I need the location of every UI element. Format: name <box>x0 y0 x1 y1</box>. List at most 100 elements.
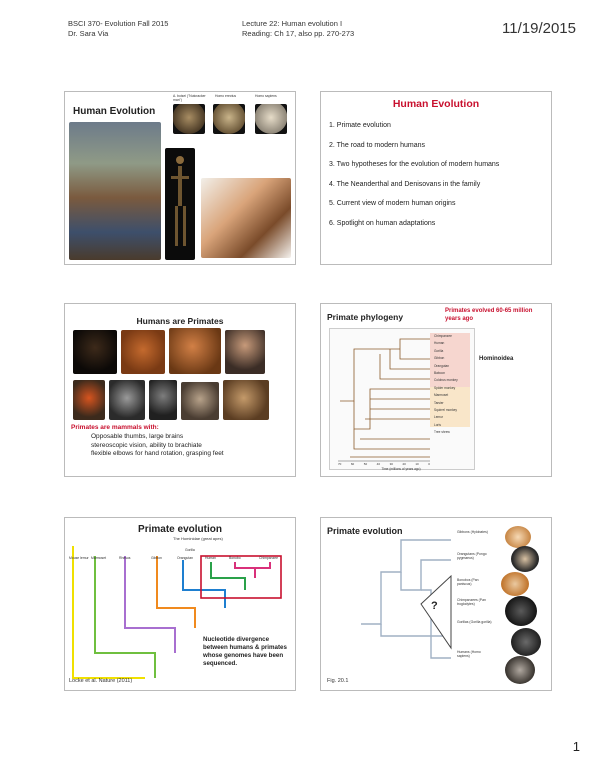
slide-title: Humans are Primates <box>136 316 224 326</box>
axis-tick: 40 <box>376 462 381 466</box>
list-item: flexible elbows for hand rotation, grasp… <box>91 450 224 457</box>
skull-label: Homo sapiens <box>255 94 277 98</box>
slide-6: Primate evolution ? Gibbons (Hylobates) … <box>320 517 552 691</box>
taxon-label: Loris <box>434 422 441 427</box>
course-name: BSCI 370- Evolution Fall 2015 <box>68 19 169 28</box>
gorilla-image <box>511 628 541 656</box>
taxon-label: Marmoset <box>91 556 107 560</box>
taxon-label: Chimpanzee <box>259 556 279 560</box>
figure-caption: Fig. 20.1 <box>327 678 349 684</box>
list-item: 3. Two hypotheses for the evolution of m… <box>329 161 500 169</box>
primate-photo <box>169 328 221 374</box>
taxon-label: Marmoset <box>434 393 449 398</box>
taxon-label: Orangutan <box>434 363 450 368</box>
orangutan-image <box>511 546 539 572</box>
species-label: Gorillas (Gorilla gorilla) <box>457 620 492 624</box>
reading-assignment: Reading: Ch 17, also pp. 270-273 <box>242 29 355 38</box>
species-label: Orangutans (Pongo pygmaeus) <box>457 552 487 560</box>
trait-list: Opposable thumbs, large brains stereosco… <box>91 433 224 459</box>
slide-title: Primate phylogeny <box>327 312 404 322</box>
taxon-label: Orangutan <box>177 556 194 560</box>
list-item: 2. The road to modern humans <box>329 141 425 149</box>
taxon-label: Lemur <box>434 415 444 420</box>
slide-title: Primate evolution <box>327 526 403 536</box>
slide-2: Human Evolution 1. Primate evolution 2. … <box>320 91 552 265</box>
axis-tick: 70 <box>338 462 342 466</box>
taxon-label: Chimpanzee <box>434 334 452 338</box>
slide-note: Nucleotide divergence between humans & p… <box>203 636 287 667</box>
time-axis-ticks: 70 60 50 40 30 20 10 0 <box>338 462 430 466</box>
lecture-header: Lecture 22: Human evolution I Reading: C… <box>242 19 354 39</box>
taxon-label: Mouse lemur <box>69 556 89 560</box>
human-chimp-photo <box>201 178 291 258</box>
axis-tick: 50 <box>363 462 368 466</box>
primate-photo <box>73 330 117 374</box>
phylogeny-tree <box>338 333 470 462</box>
taxon-label: Spider monkey <box>434 385 456 390</box>
page-number: 1 <box>572 739 580 754</box>
course-header: BSCI 370- Evolution Fall 2015 Dr. Sara V… <box>68 19 168 39</box>
divergence-tree <box>72 546 282 679</box>
slide-subtitle: The Hominidae (great apes) <box>173 536 223 541</box>
axis-tick: 10 <box>415 462 419 466</box>
taxon-label: Gorilla <box>434 348 444 353</box>
question-mark: ? <box>431 600 438 612</box>
list-item: stereoscopic vision, ability to brachiat… <box>91 441 202 449</box>
taxon-label: Rhesus <box>119 556 131 560</box>
taxon-label: Human <box>205 556 216 560</box>
skull-label: Homo erectus <box>215 94 237 98</box>
primate-photo <box>181 382 219 420</box>
taxon-label: Gibbon <box>151 556 162 560</box>
slide-3: Humans are Primates Primates are mammals… <box>64 303 296 477</box>
chimpanzee-image <box>505 596 537 626</box>
primate-photo <box>121 330 165 374</box>
slide-1: Human Evolution A. boisei ("Nutcracker m… <box>64 91 296 265</box>
taxon-label: Baboon <box>434 371 445 376</box>
taxon-label: Human <box>434 341 445 346</box>
skull-image <box>173 104 205 134</box>
slide-5: Primate evolution The Hominidae (great a… <box>64 517 296 691</box>
primate-photo <box>73 380 105 420</box>
axis-tick: 30 <box>389 462 393 466</box>
axis-tick: 0 <box>428 462 430 466</box>
taxon-label: Gorilla <box>185 548 195 552</box>
taxon-label: Squirrel monkey <box>434 408 458 413</box>
primate-photo <box>223 380 269 420</box>
species-label: Humans (Homo sapiens) <box>457 650 481 658</box>
human-image <box>505 656 535 684</box>
primate-photo <box>225 330 265 374</box>
taxon-label: Tarsier <box>434 400 444 405</box>
primate-photo <box>109 380 145 420</box>
hominoid-tree <box>361 539 452 659</box>
citation: Locke et al. Nature (2011) <box>69 678 133 684</box>
family-photo <box>69 122 161 260</box>
lecture-title: Lecture 22: Human evolution I <box>242 19 343 28</box>
taxon-label: Gibbon <box>434 356 445 361</box>
list-item: 5. Current view of modern human origins <box>329 200 456 208</box>
skeleton-icon <box>171 156 189 246</box>
slide-4: Primate phylogeny Primates evolved 60-65… <box>320 303 552 477</box>
phylogeny-figure: Chimpanzee Human Gorilla Gibbon Oranguta… <box>329 328 475 470</box>
axis-tick: 20 <box>402 462 406 466</box>
page-date: 11/19/2015 <box>502 20 576 37</box>
list-item: 6. Spotlight on human adaptations <box>329 219 436 227</box>
slide-subtitle: Primates are mammals with: <box>71 424 159 431</box>
group-label: Hominoidea <box>479 356 514 362</box>
skull-image <box>255 104 287 134</box>
fossil-skeleton-photo <box>165 148 195 260</box>
skull-label: A. boisei ("Nutcracker man") <box>173 94 206 102</box>
slide-title: Primate evolution <box>138 524 222 535</box>
list-item: Opposable thumbs, large brains <box>91 433 184 440</box>
taxa-labels: Chimpanzee Human Gorilla Gibbon Oranguta… <box>434 333 458 437</box>
axis-tick: 60 <box>350 462 355 466</box>
skull-image <box>213 104 245 134</box>
slide-title: Human Evolution <box>73 106 156 117</box>
list-item: 1. Primate evolution <box>329 122 391 129</box>
taxon-label: Colobus monkey <box>434 378 458 383</box>
topic-list: 1. Primate evolution 2. The road to mode… <box>329 122 499 240</box>
slide-note: Primates evolved 60-65 million years ago <box>445 308 533 322</box>
primate-photo <box>149 380 177 420</box>
taxon-label: Tree shrew <box>434 430 450 435</box>
species-label: Bonobos (Pan paniscus) <box>457 578 479 586</box>
taxon-label: Bonobo <box>229 556 241 560</box>
